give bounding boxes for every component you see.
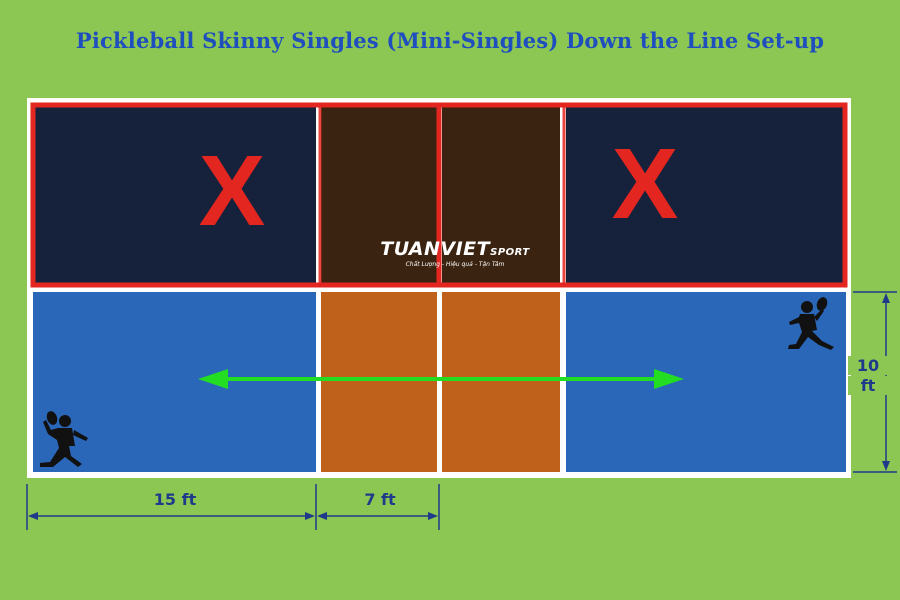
width-dimension-lines [26,484,440,530]
left-kitchen [321,292,437,472]
logo-sport: SPORT [490,247,530,258]
left-upper-kitchen [321,104,437,287]
left-service-area [33,292,316,472]
right-upper-kitchen [442,104,560,287]
logo-tagline: Chất Lượng - Hiệu quả - Tận Tâm [405,261,505,268]
width-label-7ft: 7 ft [364,490,396,509]
excluded-kitchen-outline [318,103,566,288]
height-label-value: 10 [848,356,888,375]
left-x-marker: X [199,135,266,247]
left-upper-area [33,104,316,287]
right-kitchen [442,292,560,472]
width-label-15ft: 15 ft [153,490,197,509]
right-upper-area [566,104,846,287]
left-player-icon [40,411,88,467]
logo-name: TUANVIET [380,238,491,260]
brand-logo: TUANVIETSPORT Chất Lượng - Hiệu quả - Tậ… [355,238,555,268]
down-the-line-arrow [198,369,684,389]
right-player-icon [788,297,834,350]
diagram-title: Pickleball Skinny Singles (Mini-Singles)… [75,28,825,53]
right-x-marker: X [612,128,679,240]
height-label-unit: ft [848,376,888,395]
